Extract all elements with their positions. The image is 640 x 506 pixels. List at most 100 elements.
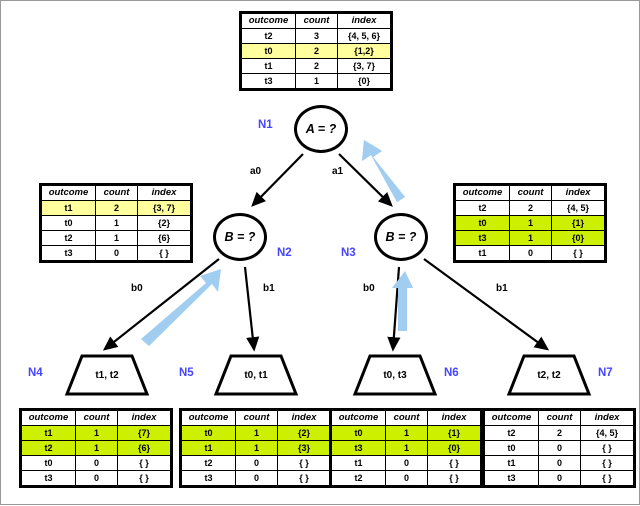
node-n3[interactable]: B = ? bbox=[374, 213, 428, 261]
table-row: t2 2 {4, 5} bbox=[483, 425, 635, 441]
cell-outcome: t0 bbox=[240, 43, 296, 59]
cell-count: 0 bbox=[538, 440, 581, 456]
cell-outcome: t0 bbox=[483, 440, 539, 456]
node-label-n1: N1 bbox=[258, 119, 273, 131]
cell-index: {1} bbox=[427, 425, 482, 441]
table-n4: outcome count index t1 1 {7} t2 1 {6} t0… bbox=[19, 408, 173, 488]
edge-n3-n6 bbox=[387, 266, 401, 352]
column-header-count: count bbox=[295, 12, 338, 29]
cell-index: { } bbox=[117, 455, 172, 471]
table-row-highlighted: t1 1 {7} bbox=[20, 425, 172, 441]
table-n5: outcome count index t0 1 {2} t1 1 {3} t2… bbox=[179, 408, 333, 488]
edge-label-a0: a0 bbox=[250, 166, 262, 177]
cell-outcome: t3 bbox=[40, 245, 96, 262]
node-n7-leaf[interactable]: t2, t2 bbox=[506, 353, 592, 397]
cell-outcome: t2 bbox=[240, 28, 296, 44]
column-header-outcome: outcome bbox=[454, 184, 510, 201]
cell-index: { } bbox=[137, 245, 192, 262]
table-row: t3 0 { } bbox=[40, 245, 192, 262]
cell-count: 0 bbox=[95, 245, 138, 262]
table-row-highlighted: t0 2 {1,2} bbox=[240, 43, 392, 59]
node-n5-text: t0, t1 bbox=[244, 369, 268, 381]
cell-outcome: t1 bbox=[483, 455, 539, 471]
cell-index: {0} bbox=[551, 230, 606, 246]
node-n4-leaf[interactable]: t1, t2 bbox=[64, 353, 150, 397]
edge-n1-n3 bbox=[338, 153, 393, 207]
cell-count: 1 bbox=[95, 215, 138, 231]
cell-index: {0} bbox=[337, 73, 392, 90]
node-n6-leaf[interactable]: t0, t3 bbox=[352, 353, 438, 397]
cell-index: { } bbox=[427, 470, 482, 487]
cell-index: { } bbox=[580, 440, 635, 456]
pointer-arrow-to-n3 bbox=[392, 271, 413, 331]
cell-outcome: t0 bbox=[330, 425, 386, 441]
edge-label-b0-left: b0 bbox=[131, 283, 143, 294]
column-header-index: index bbox=[337, 12, 392, 29]
table-row: t0 0 { } bbox=[20, 455, 172, 471]
cell-outcome: t2 bbox=[180, 455, 236, 471]
node-label-n4: N4 bbox=[28, 367, 43, 379]
column-header-outcome: outcome bbox=[330, 409, 386, 426]
node-label-n6: N6 bbox=[444, 367, 459, 379]
table-header-row: outcome count index bbox=[180, 409, 332, 426]
cell-count: 2 bbox=[538, 425, 581, 441]
cell-index: {3} bbox=[277, 440, 332, 456]
cell-count: 1 bbox=[295, 73, 338, 90]
cell-count: 0 bbox=[75, 455, 118, 471]
cell-outcome: t2 bbox=[483, 425, 539, 441]
edge-n2-n5 bbox=[243, 266, 260, 352]
table-n7: outcome count index t2 2 {4, 5} t0 0 { }… bbox=[482, 408, 636, 488]
cell-count: 1 bbox=[235, 425, 278, 441]
cell-outcome: t3 bbox=[180, 470, 236, 487]
cell-index: {3, 7} bbox=[337, 58, 392, 74]
table-row-highlighted: t2 1 {6} bbox=[20, 440, 172, 456]
node-n5-leaf[interactable]: t0, t1 bbox=[213, 353, 299, 397]
pointer-arrow-to-n2 bbox=[141, 269, 221, 346]
cell-outcome: t0 bbox=[454, 215, 510, 231]
node-n4-text: t1, t2 bbox=[95, 369, 119, 381]
node-n2[interactable]: B = ? bbox=[213, 213, 267, 261]
cell-index: {1,2} bbox=[337, 43, 392, 59]
edge-n3-n7 bbox=[423, 258, 550, 351]
cell-count: 2 bbox=[95, 200, 138, 216]
cell-count: 1 bbox=[385, 440, 428, 456]
cell-index: {7} bbox=[117, 425, 172, 441]
node-n6-text: t0, t3 bbox=[383, 369, 407, 381]
column-header-outcome: outcome bbox=[20, 409, 76, 426]
node-n1-root[interactable]: A = ? bbox=[294, 105, 348, 153]
cell-index: { } bbox=[551, 245, 606, 262]
table-row-highlighted: t3 1 {0} bbox=[330, 440, 482, 456]
node-n3-text: B = ? bbox=[385, 230, 417, 244]
table-row: t3 0 { } bbox=[20, 470, 172, 487]
table-row: t3 0 { } bbox=[180, 470, 332, 487]
node-n7-text: t2, t2 bbox=[537, 369, 561, 381]
cell-count: 1 bbox=[95, 230, 138, 246]
cell-index: {6} bbox=[137, 230, 192, 246]
cell-index: {6} bbox=[117, 440, 172, 456]
cell-outcome: t1 bbox=[454, 245, 510, 262]
table-row: t1 0 { } bbox=[454, 245, 606, 262]
table-header-row: outcome count index bbox=[40, 184, 192, 201]
cell-index: { } bbox=[277, 470, 332, 487]
cell-outcome: t1 bbox=[240, 58, 296, 74]
column-header-count: count bbox=[75, 409, 118, 426]
column-header-outcome: outcome bbox=[483, 409, 539, 426]
trapezoid-shape bbox=[506, 354, 592, 396]
table-row: t3 0 { } bbox=[483, 470, 635, 487]
table-header-row: outcome count index bbox=[240, 12, 392, 29]
table-row: t2 3 {4, 5, 6} bbox=[240, 28, 392, 44]
cell-outcome: t1 bbox=[40, 200, 96, 216]
table-row-highlighted: t1 2 {3, 7} bbox=[40, 200, 192, 216]
column-header-index: index bbox=[277, 409, 332, 426]
cell-index: { } bbox=[580, 470, 635, 487]
edge-n2-n4 bbox=[102, 258, 220, 351]
cell-count: 0 bbox=[385, 470, 428, 487]
cell-count: 1 bbox=[235, 440, 278, 456]
table-row: t1 0 { } bbox=[330, 455, 482, 471]
table-row: t3 1 {0} bbox=[240, 73, 392, 90]
cell-count: 1 bbox=[75, 425, 118, 441]
column-header-index: index bbox=[580, 409, 635, 426]
column-header-index: index bbox=[551, 184, 606, 201]
table-row: t2 0 { } bbox=[330, 470, 482, 487]
